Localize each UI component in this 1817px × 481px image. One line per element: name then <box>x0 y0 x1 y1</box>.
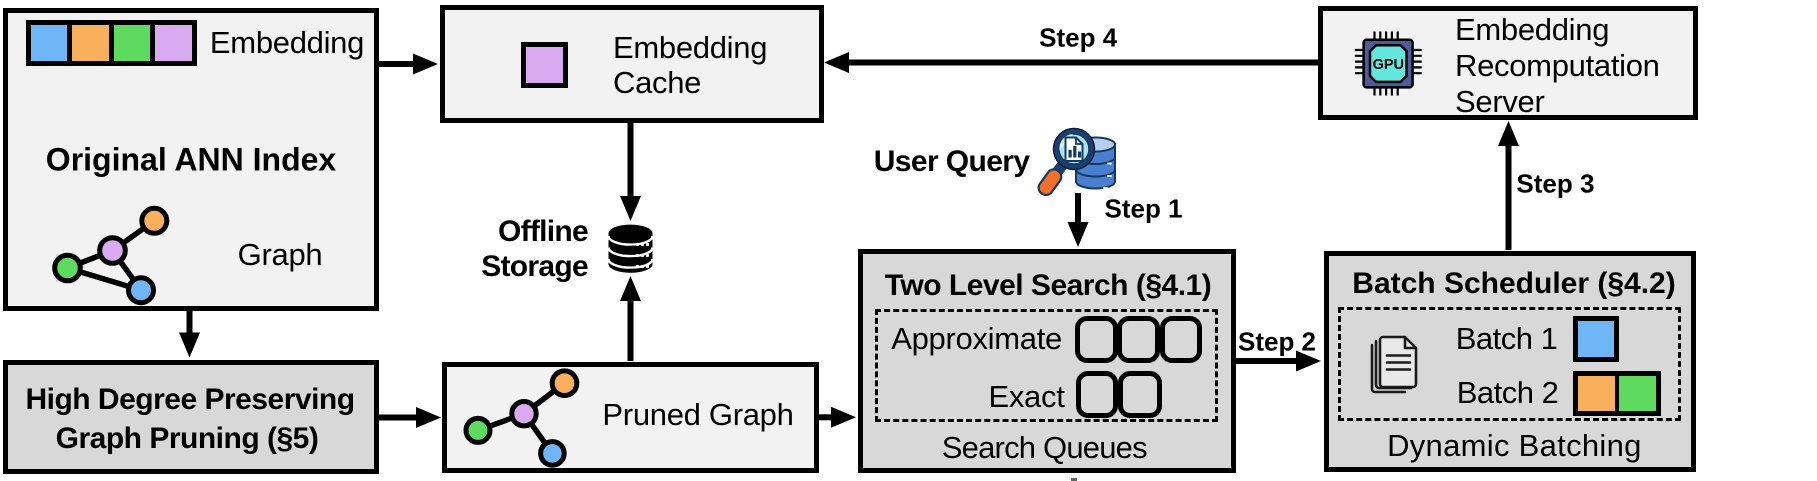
svg-text:GPU: GPU <box>1373 57 1404 73</box>
